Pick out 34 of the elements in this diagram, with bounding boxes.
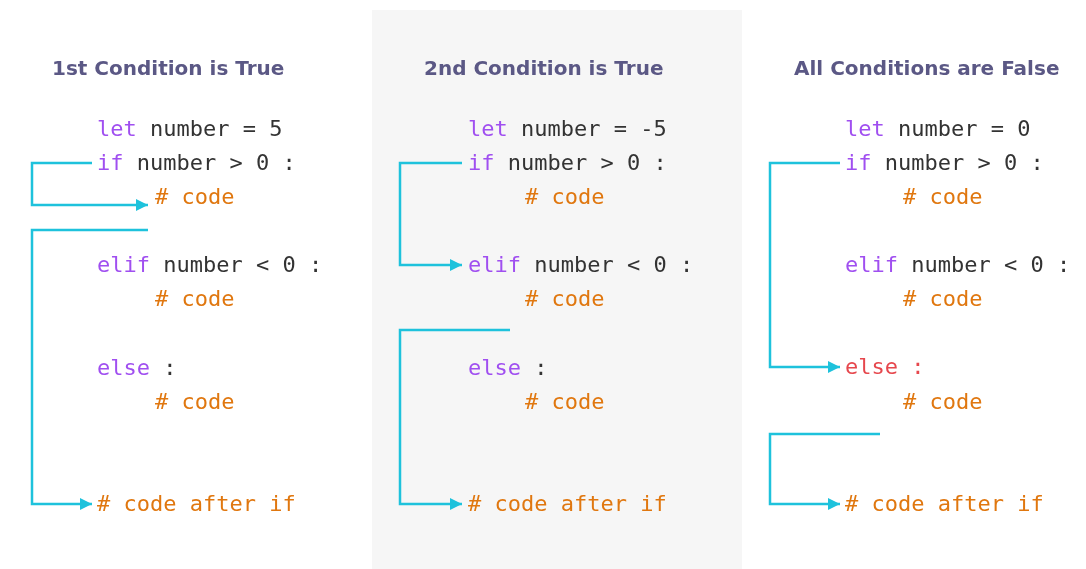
code-line: let number = 0 [845, 115, 1031, 143]
code-line: # code [903, 285, 983, 313]
arrow [30, 161, 148, 212]
code-line: let number = 5 [97, 115, 283, 143]
code-line: elif number < 0 : [462, 248, 694, 282]
code-line: # code [525, 388, 605, 416]
arrow [768, 432, 880, 511]
code-line: if number > 0 : [840, 146, 1044, 180]
arrow [30, 228, 148, 511]
panel-title: 2nd Condition is True [424, 55, 664, 81]
code-line: elif number < 0 : [845, 251, 1071, 279]
code-line: # code after if [462, 487, 667, 521]
code-line: elif number < 0 : [97, 251, 323, 279]
code-line: if number > 0 : [92, 146, 296, 180]
code-line: # code [155, 285, 235, 313]
arrow [768, 161, 840, 374]
code-line: # code [148, 180, 235, 230]
arrow [398, 161, 462, 272]
code-line: # code [155, 388, 235, 416]
arrow [398, 328, 510, 511]
shaded-panel [372, 10, 742, 569]
code-line: if number > 0 : [462, 146, 667, 180]
code-line: # code [525, 183, 605, 211]
panel-title: 1st Condition is True [52, 55, 285, 81]
panel-title: All Conditions are False [794, 55, 1060, 81]
code-line: # code after if [840, 487, 1044, 521]
code-line: else : [468, 354, 548, 382]
code-line: # code [510, 282, 605, 330]
code-line: # code [903, 183, 983, 211]
code-line: # code after if [92, 487, 296, 521]
code-line: else : [840, 350, 925, 384]
code-line: let number = -5 [468, 115, 667, 143]
code-line: else : [97, 354, 177, 382]
code-line: # code [880, 385, 983, 434]
